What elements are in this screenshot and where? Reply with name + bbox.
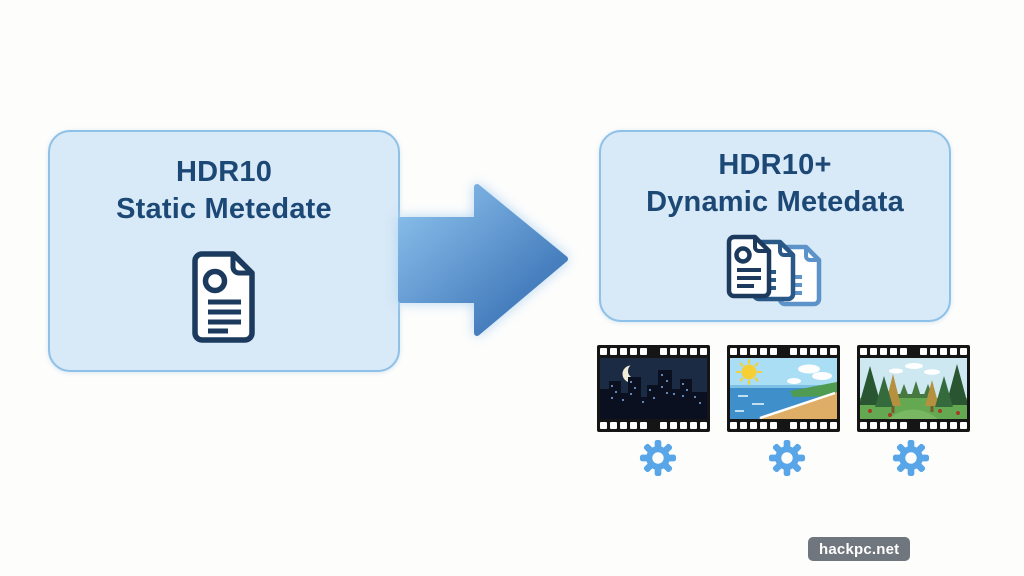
hdr10plus-title-line2: Dynamic Metedata xyxy=(646,186,904,218)
document-icon xyxy=(192,251,255,343)
film-strip-night-city xyxy=(597,345,710,432)
hdr10-title-line1: HDR10 xyxy=(175,156,273,188)
film-sprockets-top xyxy=(857,345,970,358)
right-arrow-icon xyxy=(398,184,568,336)
forest-frame xyxy=(860,358,967,419)
film-strip-sunny-beach xyxy=(727,345,840,432)
gear-icon xyxy=(892,439,930,477)
hdr10-title-line2: Static Metedate xyxy=(116,193,332,225)
watermark-badge: hackpc.net xyxy=(808,537,911,561)
film-sprockets-top xyxy=(727,345,840,358)
hdr10plus-dynamic-box: HDR10+ Dynamic Metedata xyxy=(599,130,951,322)
film-sprockets-top xyxy=(597,345,710,358)
film-sprockets-bottom xyxy=(727,419,840,432)
watermark-text: hackpc.net xyxy=(819,540,900,558)
hdr10-box-title: HDR10 Static Metedate xyxy=(116,154,332,228)
document-front-icon xyxy=(726,234,772,299)
film-sprockets-bottom xyxy=(857,419,970,432)
film-sprockets-bottom xyxy=(597,419,710,432)
documents-stack-icon xyxy=(724,234,826,310)
hdr10-static-box: HDR10 Static Metedate xyxy=(48,130,400,372)
hdr10plus-title-line1: HDR10+ xyxy=(718,149,832,181)
night-city-frame xyxy=(600,358,707,419)
gear-icon xyxy=(639,439,677,477)
hdr10plus-box-title: HDR10+ Dynamic Metedata xyxy=(646,147,904,221)
film-strip-forest xyxy=(857,345,970,432)
sunny-beach-frame xyxy=(730,358,837,419)
gear-icon xyxy=(768,439,806,477)
